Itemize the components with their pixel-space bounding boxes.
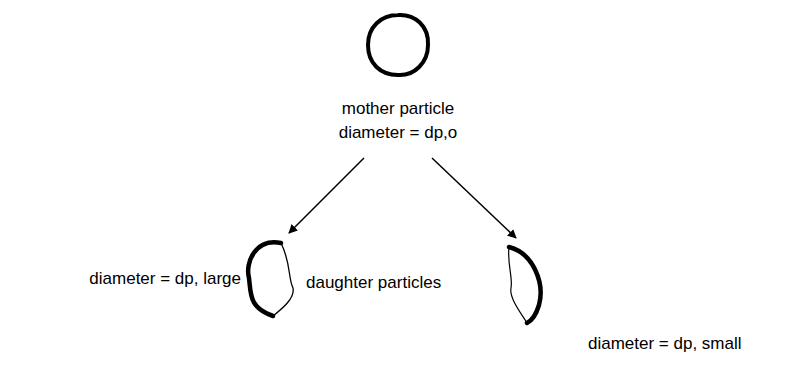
group-label: daughter particles — [306, 272, 441, 294]
particle-caption: diameter = dp, small — [588, 333, 742, 355]
large-daughter-particle: diameter = dp, large — [89, 238, 303, 320]
particle-outline — [365, 12, 431, 78]
particle-caption: mother particle — [342, 98, 454, 120]
particle-caption: diameter = dp,o — [339, 122, 458, 144]
particle-outline — [243, 238, 303, 320]
split-arrow — [289, 158, 364, 233]
small-daughter-particle: diameter = dp, small — [503, 243, 742, 355]
split-arrow — [432, 158, 516, 238]
mother-particle: mother particlediameter = dp,o — [339, 12, 458, 146]
particle-outline — [503, 243, 549, 325]
particle-caption: diameter = dp, large — [89, 268, 241, 290]
